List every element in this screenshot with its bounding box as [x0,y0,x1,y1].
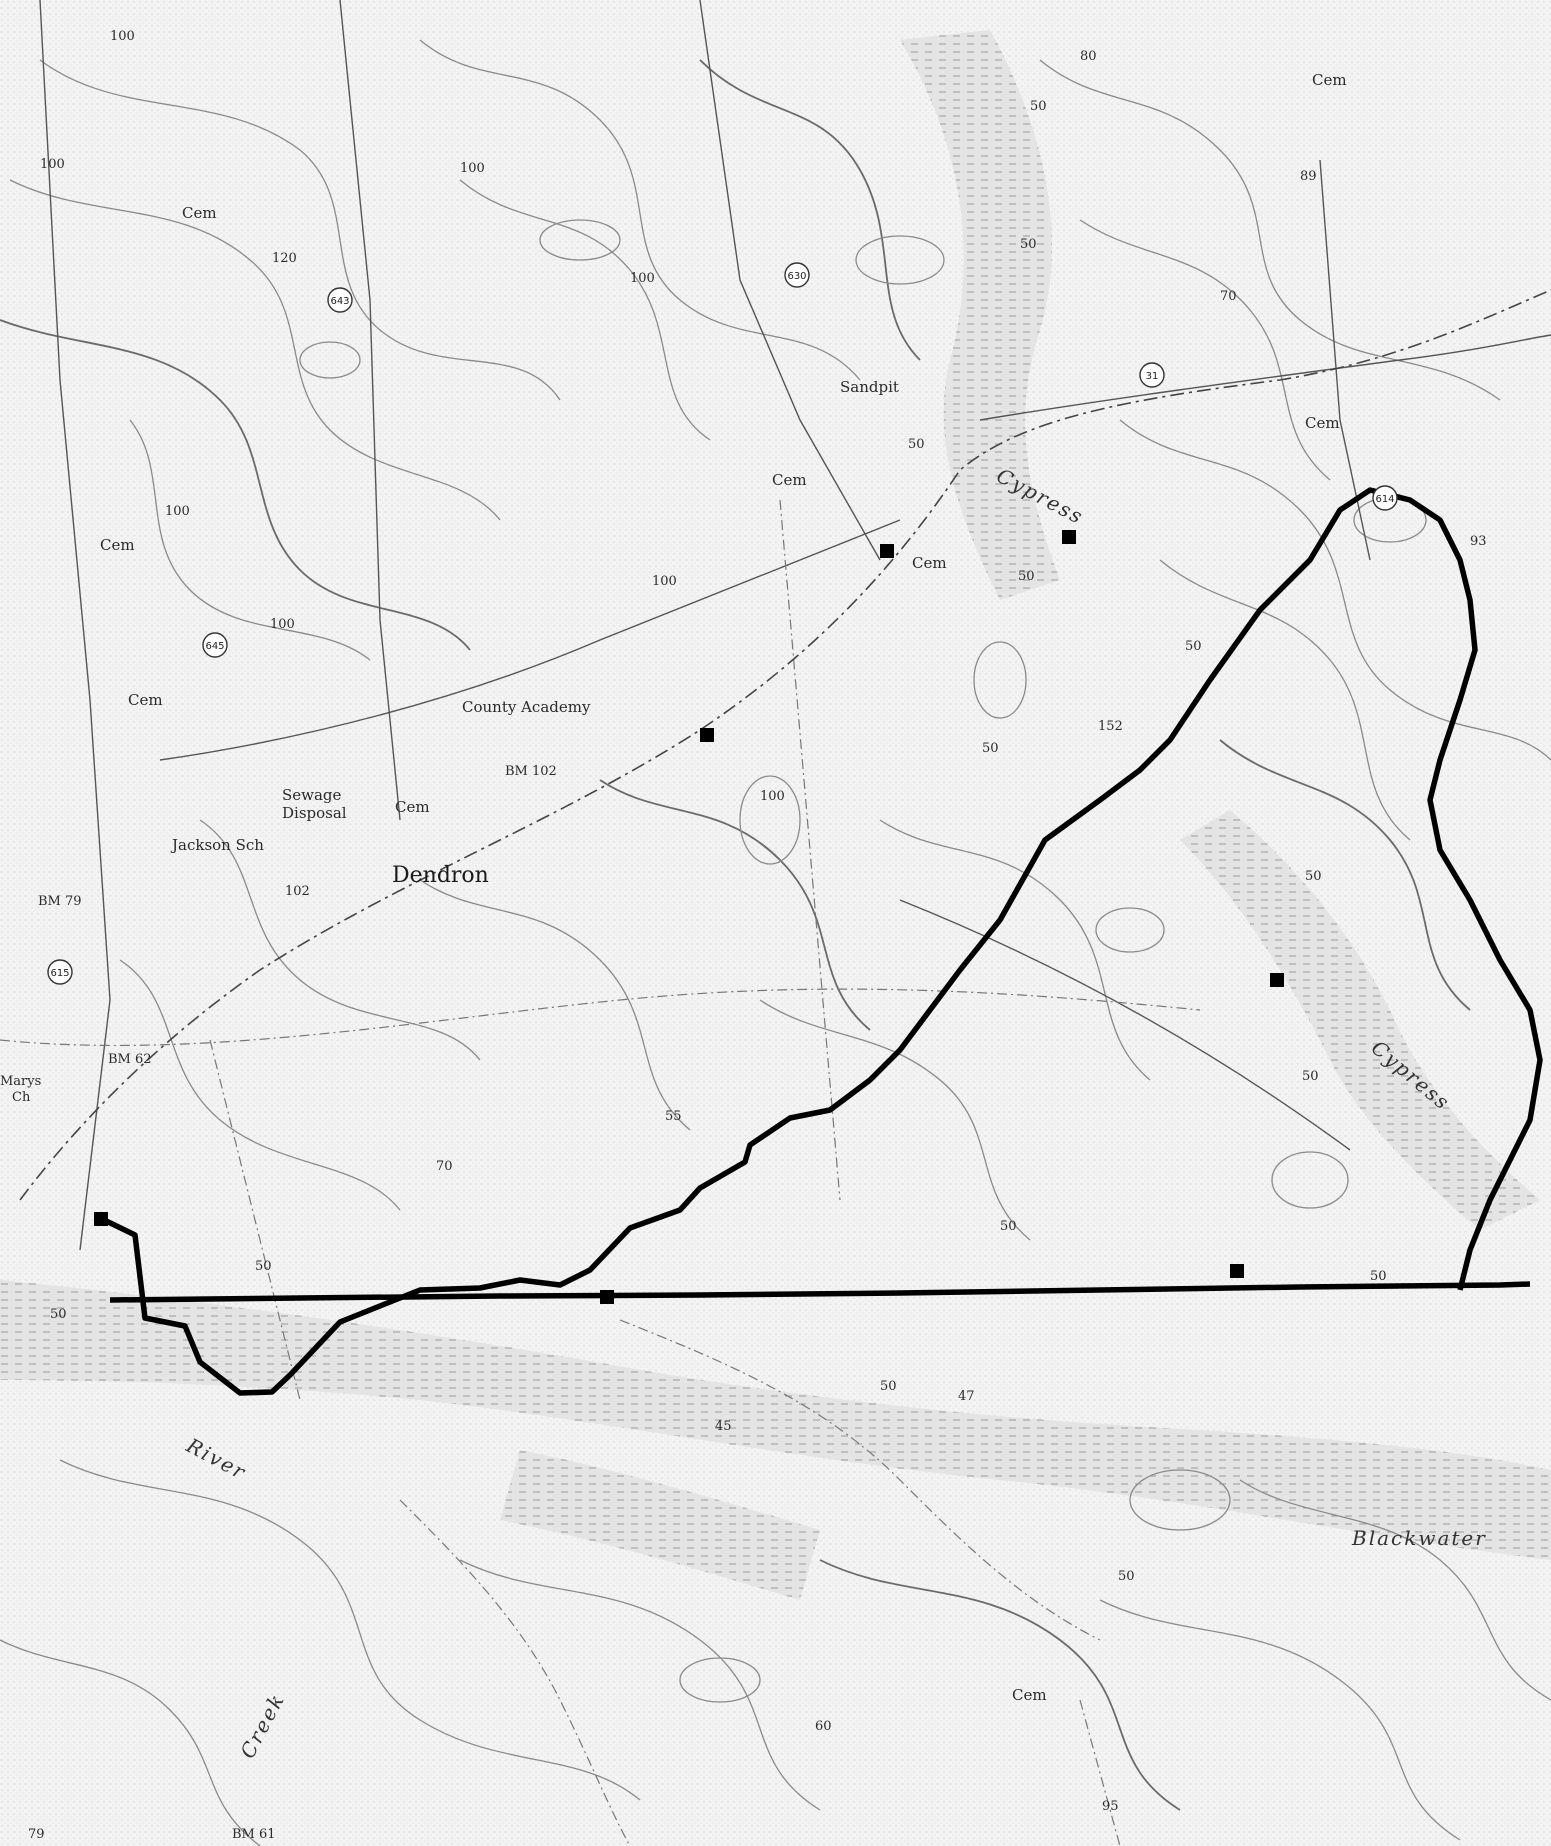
label-bm-61: BM 61 [232,1827,276,1842]
elev-label: 50 [1370,1269,1387,1284]
elev-label: 95 [1102,1799,1119,1814]
label-sewage: Sewage [282,786,342,804]
elev-label: 70 [436,1159,453,1174]
elev-label: 100 [760,789,785,804]
label-blackwater: Blackwater [1351,1526,1487,1550]
elev-label: 100 [630,271,655,286]
elev-label: 89 [1300,169,1317,184]
elev-label: 50 [1018,569,1035,584]
route-shield-614: 614 [1372,485,1398,511]
route-shield-643: 643 [327,287,353,313]
label-cem: Cem [1312,71,1347,89]
label-bm-79: BM 79 [38,894,82,909]
label-cem: Cem [182,204,217,222]
elev-label: 60 [815,1719,832,1734]
elev-label: 50 [1305,869,1322,884]
route-shield-31: 31 [1139,362,1165,388]
elev-label: 100 [270,617,295,632]
elev-label: 50 [880,1379,897,1394]
elev-label: 70 [1220,289,1237,304]
label-county-academy: County Academy [462,698,591,716]
label-cem: Cem [1305,414,1340,432]
elev-label: 80 [1080,49,1097,64]
label-bm-62: BM 62 [108,1052,152,1067]
elev-label: 100 [110,29,135,44]
elev-label: 45 [715,1419,732,1434]
svg-text:615: 615 [50,968,69,979]
label-bm-102: BM 102 [505,764,557,779]
elevation-labels: 100 100 100 100 100 100 100 100 120 80 5… [28,29,1487,1842]
elev-label: 50 [1302,1069,1319,1084]
contour-lines [0,39,1551,1846]
label-cem: Cem [912,554,947,572]
elev-label: 47 [958,1389,975,1404]
label-jackson-sch: Jackson Sch [170,836,264,854]
label-sandpit: Sandpit [840,378,899,396]
label-cem: Cem [772,471,807,489]
elev-label: 55 [665,1109,682,1124]
elev-label: 50 [255,1259,272,1274]
label-disposal: Disposal [282,804,347,822]
route-shield-645: 645 [202,632,228,658]
elev-label: 102 [285,884,310,899]
svg-text:31: 31 [1146,371,1159,382]
marsh-areas [0,30,1551,1600]
elev-label: 50 [1118,1569,1135,1584]
railroad [19,289,1551,1201]
elev-label: 50 [1185,639,1202,654]
elev-label: 120 [272,251,297,266]
elev-label: 50 [982,741,999,756]
elev-label: 50 [50,1307,67,1322]
elev-label: 100 [165,504,190,519]
svg-text:645: 645 [205,641,224,652]
study-area-boundary [98,487,1543,1396]
label-cem: Cem [100,536,135,554]
elev-label: 50 [908,437,925,452]
elev-label: 79 [28,1827,45,1842]
elev-label: 152 [1098,719,1123,734]
elev-label: 50 [1000,1219,1017,1234]
elev-label: 50 [1020,237,1037,252]
elev-label: 100 [652,574,677,589]
boundary-markers [94,530,1284,1304]
label-cem: Cem [395,798,430,816]
town-label-dendron: Dendron [392,863,489,888]
study-area-south-boundary [109,1281,1531,1303]
label-cem: Cem [1012,1686,1047,1704]
label-ch: Ch [12,1090,31,1105]
label-cem: Cem [128,691,163,709]
elev-label: 100 [40,157,65,172]
elev-label: 100 [460,161,485,176]
route-shield-630: 630 [784,262,810,288]
svg-text:630: 630 [787,271,806,282]
route-shield-615: 615 [47,959,73,985]
label-marys: Marys [0,1074,41,1089]
svg-text:614: 614 [1375,494,1394,505]
elev-label: 93 [1470,534,1487,549]
svg-text:643: 643 [330,296,349,307]
elev-label: 50 [1030,99,1047,114]
